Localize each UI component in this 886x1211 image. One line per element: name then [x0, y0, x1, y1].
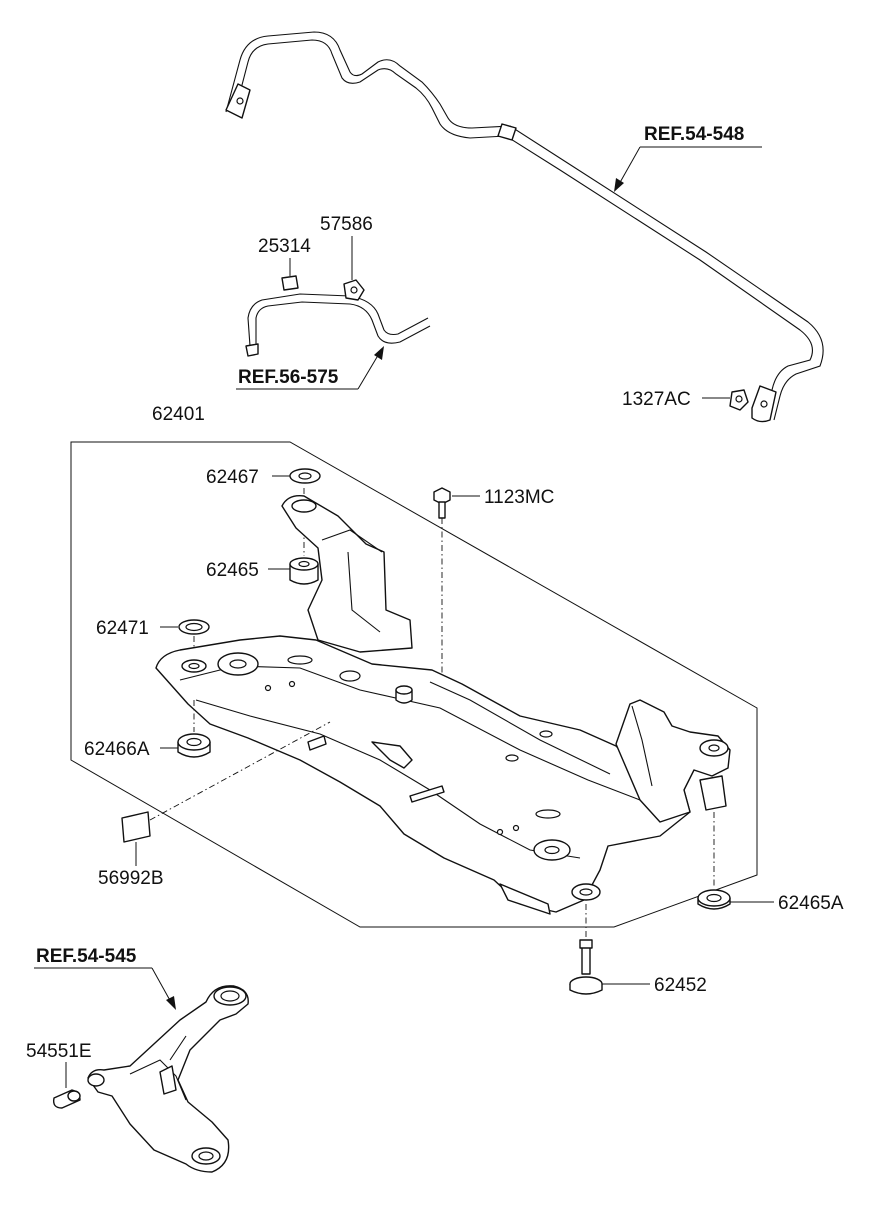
ref-54-548-label[interactable]: REF.54-548	[644, 124, 744, 145]
bushing-54551E	[52, 1062, 81, 1109]
part-number-25314[interactable]: 25314	[258, 236, 311, 257]
nut-1327AC	[702, 389, 749, 411]
bushing-62465	[268, 488, 319, 585]
crossmember-body	[155, 495, 731, 915]
hose-assembly	[245, 293, 431, 357]
leader-ref-56-575	[236, 346, 384, 390]
bushing-62465A	[697, 812, 774, 910]
washer-62467	[272, 468, 321, 484]
part-number-56992B[interactable]: 56992B	[98, 868, 164, 889]
part-number-62465[interactable]: 62465	[206, 560, 259, 581]
part-number-54551E[interactable]: 54551E	[26, 1041, 92, 1062]
part-number-62401[interactable]: 62401	[152, 404, 205, 425]
bolt-62452	[569, 904, 650, 995]
assembly-outline-62401	[70, 441, 758, 928]
part-number-62471[interactable]: 62471	[96, 618, 149, 639]
clip-25314	[281, 258, 299, 291]
lower-control-arm	[87, 985, 249, 1173]
label-plate-56992B	[121, 721, 331, 866]
part-number-1123MC[interactable]: 1123MC	[484, 487, 554, 508]
part-number-62465A[interactable]: 62465A	[778, 893, 844, 914]
part-number-62452[interactable]: 62452	[654, 975, 707, 996]
ref-56-575-label[interactable]: REF.56-575	[238, 367, 339, 388]
washer-62471	[160, 619, 210, 660]
part-number-1327AC[interactable]: 1327AC	[622, 389, 691, 410]
leader-ref-54-548	[614, 146, 762, 192]
bushing-62466A	[160, 700, 211, 758]
bolt-1123MC	[433, 487, 480, 740]
part-number-57586[interactable]: 57586	[320, 214, 373, 235]
part-number-62467[interactable]: 62467	[206, 467, 259, 488]
leader-ref-54-545	[34, 967, 176, 1010]
part-number-62466A[interactable]: 62466A	[84, 739, 150, 760]
stabilizer-bar	[225, 31, 824, 423]
clip-57586	[343, 236, 365, 301]
ref-54-545-label[interactable]: REF.54-545	[36, 946, 137, 967]
